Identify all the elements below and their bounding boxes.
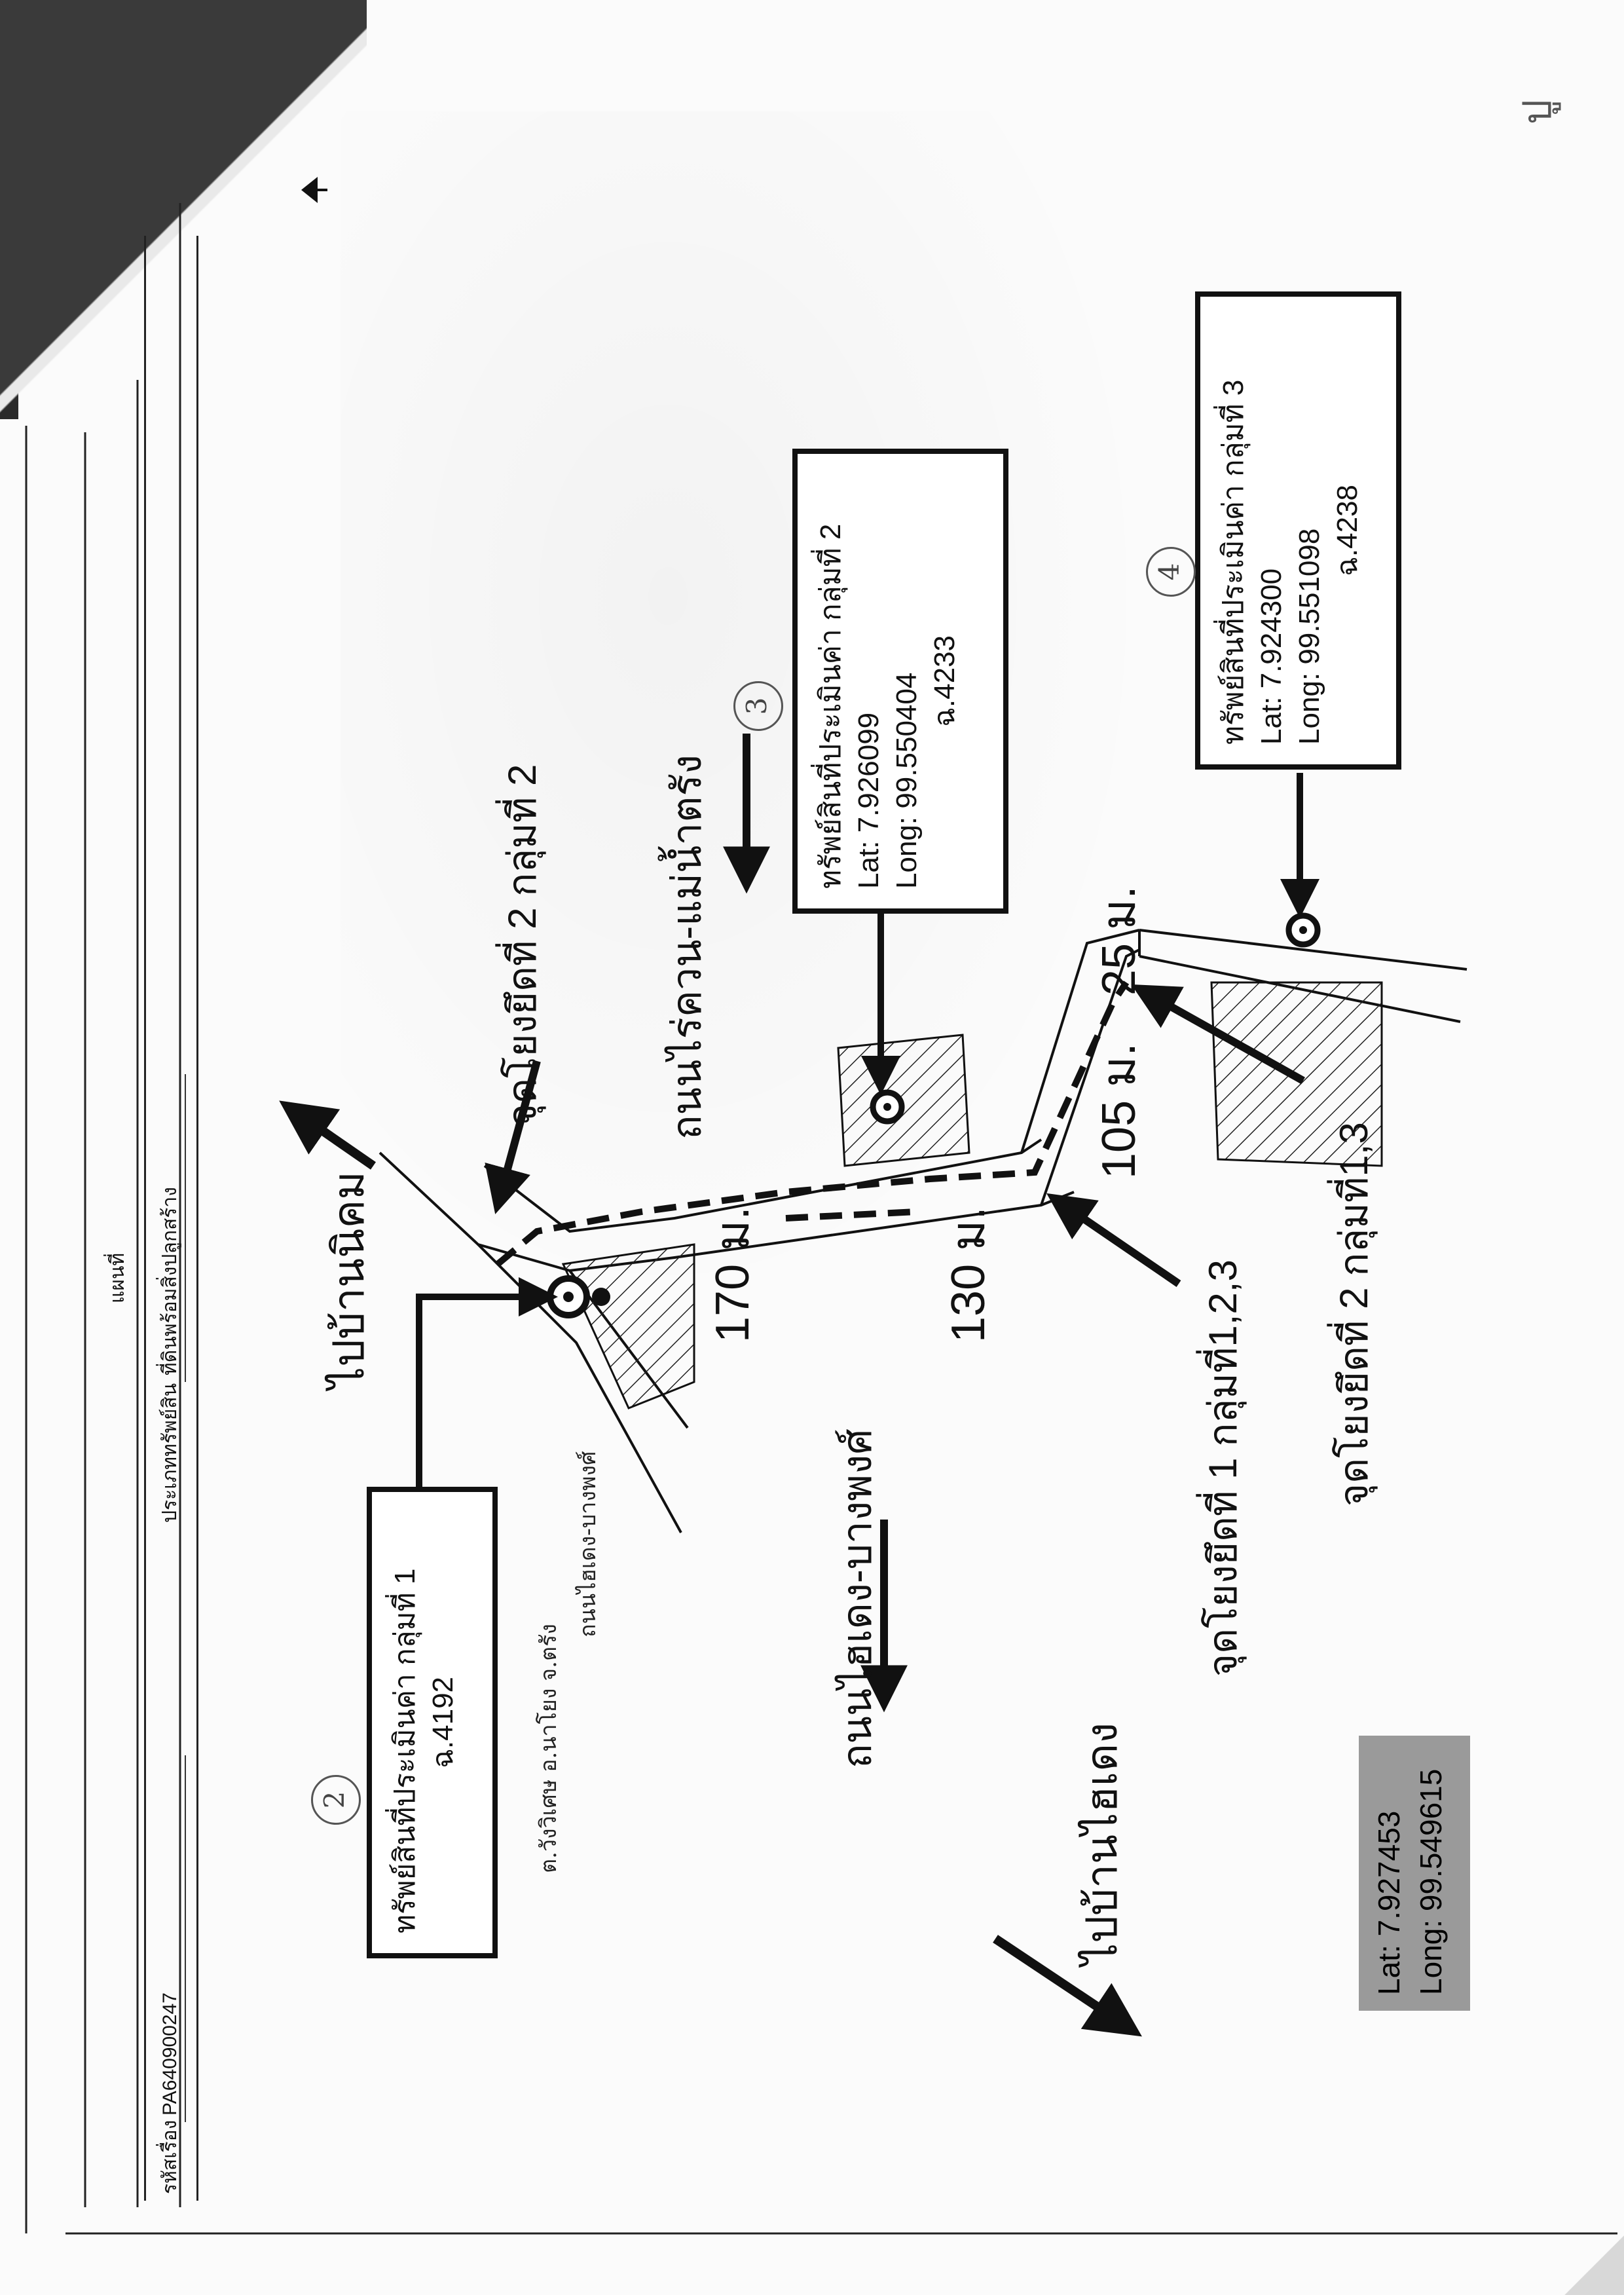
asset-box-group1: ทรัพย์สินที่ประเมินค่า กลุ่มที่ 1 ฉ.4192 — [367, 1487, 498, 1958]
plot-group1 — [561, 1243, 695, 1409]
coordinates-lat: Lat: 7.927453 — [1372, 1810, 1406, 1995]
asset-box-group3-long: Long: 99.551098 — [1293, 528, 1325, 745]
pin-icon-group3 — [1285, 912, 1321, 948]
plot-group2 — [837, 1034, 970, 1167]
connector-group1 — [416, 1277, 558, 1506]
pin-icon-group2 — [870, 1089, 905, 1125]
label-road-haideng: ถนนไฮเดง-บางพงศ์ — [835, 1428, 880, 1768]
label-to-ban-haideng: ไปบ้านไฮเดง — [1077, 1722, 1126, 1965]
dashed-route — [495, 980, 1130, 1267]
asset-box-group3-lat: Lat: 7.924300 — [1255, 568, 1287, 745]
distance-25: 25 ม. — [1093, 886, 1145, 996]
asset-box-group3-deed: ฉ.4238 — [1331, 484, 1363, 577]
asset-box-group3: ทรัพย์สินที่ประเมินค่า กลุ่มที่ 3 Lat: 7… — [1195, 291, 1401, 770]
asset-box-group1-deed: ฉ.4192 — [427, 1676, 459, 1769]
arrow-to-ban-haideng — [993, 1935, 1142, 2037]
top-right-mark: ปู — [1515, 99, 1559, 124]
asset-box-group2: ทรัพย์สินที่ประเมินค่า กลุ่มที่ 2 Lat: 7… — [792, 449, 1008, 914]
distance-170: 170 ม. — [707, 1206, 759, 1343]
asset-box-group2-long: Long: 99.550404 — [891, 672, 923, 889]
north-arrow-icon — [301, 177, 318, 203]
asset-box-group3-title: ทรัพย์สินที่ประเมินค่า กลุ่มที่ 3 — [1217, 379, 1249, 745]
page-frame-lines — [25, 203, 1617, 2235]
handwritten-address-line1: ต.วังวิเศษ อ.นาโยง จ.ตรัง — [536, 1624, 562, 1873]
asset-number-2: 2 — [311, 1775, 361, 1825]
arrow-connection-point-2-group13 — [1131, 984, 1305, 1085]
coordinates-long: Long: 99.549615 — [1414, 1768, 1448, 1995]
asset-box-group2-title: ทรัพย์สินที่ประเมินค่า กลุ่มที่ 2 — [815, 523, 847, 889]
asset-box-group1-title: ทรัพย์สินที่ประเมินค่า กลุ่มที่ 1 — [389, 1568, 421, 1933]
folded-corner — [0, 0, 367, 472]
asset-number-4: 4 — [1146, 547, 1196, 597]
label-connection-point-1-group123: จุดโยงยึดที่ 1 กลุ่มที่1,2,3 — [1201, 1259, 1245, 1677]
handwritten-address-line2: ถนนไฮเดง-บางพงศ์ — [575, 1451, 601, 1637]
asset-box-group2-deed: ฉ.4233 — [929, 635, 961, 728]
label-connection-point-2-group13: จุดโยงยึดที่ 2 กลุ่มที่1,3 — [1332, 1122, 1376, 1506]
distance-105: 105 ม. — [1093, 1043, 1145, 1179]
asset-number-3: 3 — [733, 681, 783, 731]
arrow-connection-point-2-group2 — [485, 1060, 541, 1214]
asset-box-group2-lat: Lat: 7.926099 — [853, 712, 885, 889]
distance-130: 130 ม. — [942, 1206, 995, 1343]
label-road-rai-khuan: ถนนไร่ควน-แม่น้ำตรัง — [665, 755, 710, 1140]
coordinates-box: Lat: 7.927453 Long: 99.549615 — [1359, 1736, 1470, 2011]
arrow-to-ban-nikhom — [279, 1100, 376, 1170]
folded-corner-bottom — [1545, 2177, 1624, 2295]
main-road — [378, 929, 1467, 1533]
label-connection-point-2-group2: จุดโยงยึดที่ 2 กลุ่มที่ 2 — [500, 764, 544, 1127]
label-to-ban-nikhom: ไปบ้านนิคม — [324, 1171, 373, 1389]
arrow-connection-point-1-group123 — [1046, 1193, 1181, 1287]
